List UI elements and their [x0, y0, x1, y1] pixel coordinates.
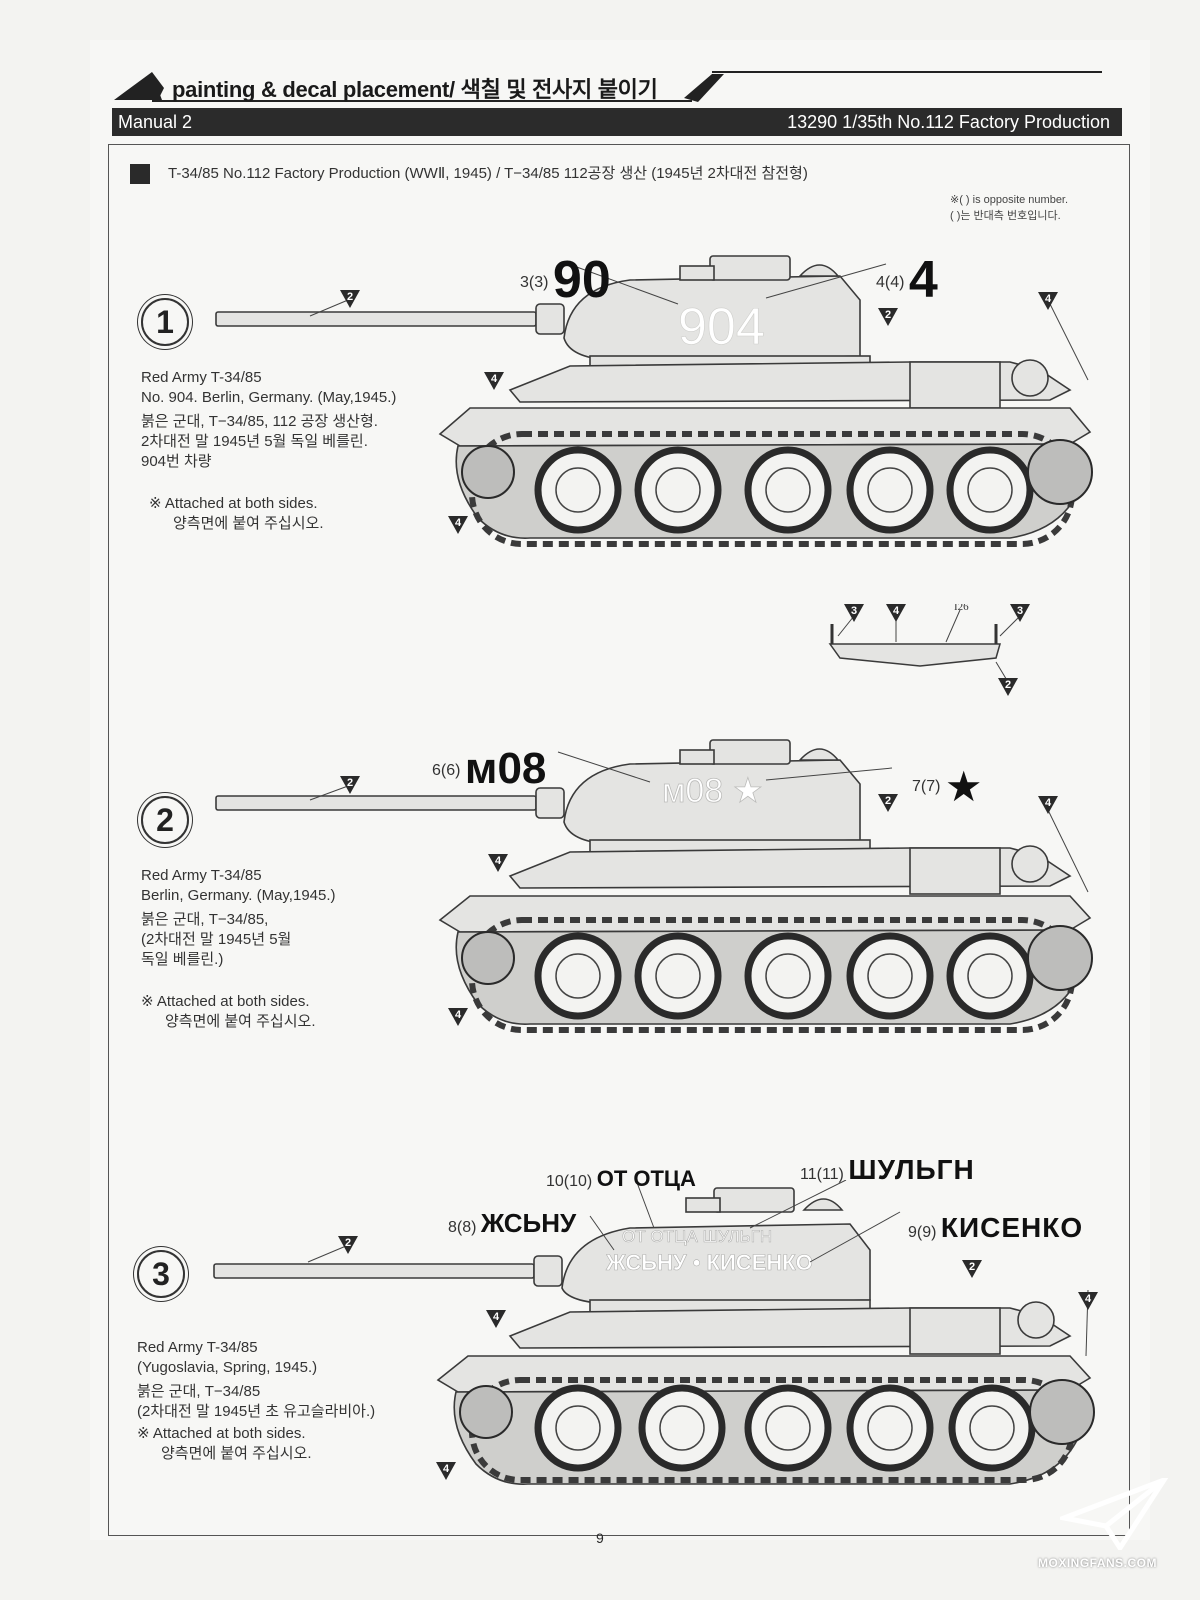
decal-callout: 7(7) ★ — [912, 762, 983, 811]
section-title: T-34/85 No.112 Factory Production (WWⅡ, … — [130, 162, 808, 185]
star-icon: ★ — [944, 763, 983, 810]
version-2-attached-en: ※ Attached at both sides. — [141, 993, 310, 1010]
version-3-name: Red Army T-34/85 — [137, 1339, 258, 1356]
page-number: 9 — [596, 1530, 604, 1546]
version-3-number: 3 — [137, 1250, 185, 1298]
version-3-ko-line: 붉은 군대, T−34/85 — [137, 1383, 261, 1400]
version-1-location: No. 904. Berlin, Germany. (May,1945.) — [141, 389, 397, 406]
tank-3-hull-marking-bottom: ЖСЬНУ • КИСЕНКО — [605, 1250, 813, 1275]
paint-ref: 2 — [347, 291, 353, 303]
decal-callout: 10(10) ОТ ОТЦА — [546, 1166, 696, 1192]
tank-1-hull-marking: 904 — [678, 298, 765, 356]
paint-ref: 2 — [345, 1237, 351, 1249]
paint-ref: 2 — [1005, 679, 1011, 691]
paint-ref: 2 — [885, 795, 891, 807]
paint-ref: 4 — [1045, 293, 1052, 305]
decal-label: 11(11) — [800, 1166, 844, 1183]
tank-2-drawing: м08 ★ 2 2 4 4 4 — [215, 739, 1093, 1033]
version-2-location: Berlin, Germany. (May,1945.) — [141, 887, 336, 904]
tank-3-hull-marking-top: ОТ ОТЦА ШУЛЬГН — [622, 1227, 772, 1246]
version-3-description: Red Army T-34/85 (Yugoslavia, Spring, 19… — [137, 1338, 375, 1464]
paint-ref: 4 — [455, 1009, 462, 1021]
version-1-ko-line: 904번 차량 — [141, 453, 212, 470]
version-2-ko-line: 붉은 군대, T−34/85, — [141, 911, 269, 928]
decal-text: 90 — [552, 251, 611, 309]
part-number: I26 — [954, 604, 969, 613]
version-1-attached-en: ※ Attached at both sides. — [149, 495, 318, 512]
paint-ref: 3 — [851, 605, 857, 617]
header-title: painting & decal placement/ 색칠 및 전사지 붙이기 — [172, 77, 658, 102]
paint-ref: 2 — [969, 1261, 975, 1273]
decal-label: 7(7) — [912, 778, 941, 795]
decal-label: 9(9) — [908, 1224, 937, 1241]
decal-callout: 8(8) ЖСЬНУ — [448, 1208, 576, 1239]
product-label: 13290 1/35th No.112 Factory Production — [787, 112, 1110, 132]
paint-ref: 4 — [455, 517, 462, 529]
opposite-note-en: ※( ) is opposite number. — [950, 194, 1069, 206]
version-3-location: (Yugoslavia, Spring, 1945.) — [137, 1359, 318, 1376]
version-1-attached-ko: 양측면에 붙여 주십시오. — [173, 515, 324, 532]
decal-callout: 9(9) КИСЕНКО — [908, 1212, 1083, 1244]
watermark: MOXINGFANS.COM — [1038, 1556, 1158, 1570]
decal-callout: 3(3) 90 — [520, 250, 611, 310]
version-3-attached-en: ※ Attached at both sides. — [137, 1425, 306, 1442]
decal-label: 8(8) — [448, 1219, 477, 1236]
section-square-icon — [130, 164, 150, 185]
decal-callout: 11(11) ШУЛЬГН — [800, 1154, 975, 1186]
tank-1-drawing: 904 2 2 4 4 4 — [215, 255, 1093, 547]
decal-callout: 4(4) 4 — [876, 250, 938, 310]
content-frame — [108, 144, 1130, 1536]
section-title-text: T-34/85 No.112 Factory Production (WWⅡ, … — [168, 165, 808, 182]
version-2-attached-ko: 양측면에 붙여 주십시오. — [165, 1013, 316, 1030]
paint-ref: 4 — [491, 373, 498, 385]
version-2-ko-line: 독일 베를린.) — [141, 951, 224, 968]
opposite-note-ko: ( )는 반대측 번호입니다. — [950, 210, 1061, 222]
decal-label: 4(4) — [876, 274, 905, 291]
version-2-number: 2 — [141, 796, 189, 844]
paint-ref: 4 — [1045, 797, 1052, 809]
decal-label: 6(6) — [432, 762, 461, 779]
paper-plane-icon — [1060, 1478, 1168, 1550]
header-arrow-icon — [114, 71, 1102, 102]
paint-ref: 4 — [495, 855, 502, 867]
decal-text: 4 — [908, 251, 938, 309]
version-1-description: Red Army T-34/85 No. 904. Berlin, German… — [141, 368, 396, 534]
version-2-name: Red Army T-34/85 — [141, 867, 262, 884]
tank-3-drawing: ОТ ОТЦА ШУЛЬГН ЖСЬНУ • КИСЕНКО 2 2 4 4 4 — [213, 1180, 1098, 1485]
version-3-attached-ko: 양측면에 붙여 주십시오. — [161, 1445, 312, 1462]
tank-2-hull-marking: м08 ★ — [662, 772, 763, 810]
decal-text: м08 — [464, 744, 547, 793]
version-2-ko-line: (2차대전 말 1945년 5월 — [141, 931, 292, 948]
decal-text: ЖСЬНУ — [480, 1208, 577, 1238]
decal-callout: 6(6) м08 — [432, 744, 546, 794]
decal-label: 10(10) — [546, 1173, 593, 1190]
header-bar: Manual 2 13290 1/35th No.112 Factory Pro… — [112, 108, 1122, 136]
version-1-ko-line: 2차대전 말 1945년 5월 독일 베를린. — [141, 433, 368, 450]
paint-ref: 2 — [347, 777, 353, 789]
paint-ref: 4 — [493, 1311, 500, 1323]
paint-ref: 4 — [443, 1463, 450, 1475]
version-2-description: Red Army T-34/85 Berlin, Germany. (May,1… — [141, 866, 336, 1032]
version-3-ko-line: (2차대전 말 1945년 초 유고슬라비아.) — [137, 1403, 376, 1420]
version-1-ko-line: 붉은 군대, T−34/85, 112 공장 생산형. — [141, 413, 378, 430]
decal-text: КИСЕНКО — [940, 1212, 1084, 1243]
decal-text: ШУЛЬГН — [848, 1154, 975, 1185]
decal-label: 3(3) — [520, 274, 549, 291]
paint-ref: 4 — [893, 605, 900, 617]
paint-ref: 4 — [1085, 1293, 1092, 1305]
version-1-name: Red Army T-34/85 — [141, 369, 262, 386]
manual-label: Manual 2 — [118, 112, 193, 132]
opposite-note: ※( ) is opposite number. ( )는 반대측 번호입니다. — [950, 192, 1068, 224]
decal-text: ОТ ОТЦА — [596, 1166, 696, 1191]
fender-detail-drawing: 3 4 3 2 I26 — [828, 604, 1030, 696]
paint-ref: 2 — [885, 309, 891, 321]
version-1-number: 1 — [141, 298, 189, 346]
paint-ref: 3 — [1017, 605, 1023, 617]
